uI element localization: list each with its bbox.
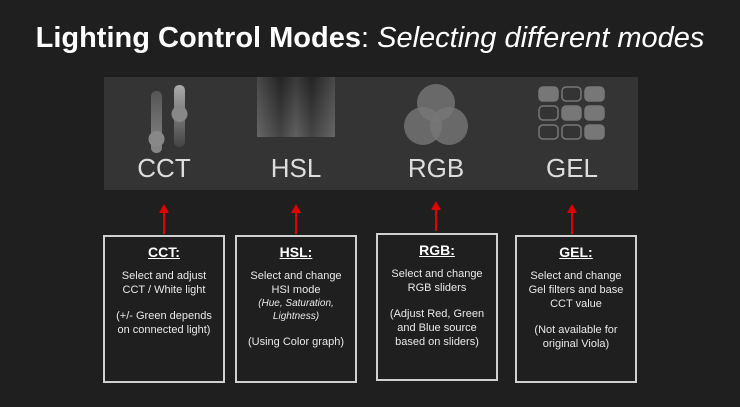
- arrow-hsl: [291, 204, 301, 234]
- box-note: (Adjust Red, Green: [389, 308, 485, 320]
- mode-label: CCT: [137, 153, 191, 183]
- gel-description-box: GEL: Select and change Gel filters and b…: [515, 235, 637, 383]
- box-note: (+/- Green depends: [116, 310, 212, 322]
- box-note: and Blue source: [397, 322, 477, 334]
- box-note: original Viola): [542, 338, 610, 350]
- color-circles-icon: [404, 84, 468, 145]
- cct-description-box: CCT: Select and adjust CCT / White light…: [103, 235, 225, 383]
- box-text: CCT / White light: [122, 284, 206, 296]
- title-bold: Lighting Control Modes: [35, 22, 361, 54]
- gel-grid-icon: [538, 86, 605, 140]
- arrow-cct: [159, 204, 169, 234]
- mode-label: RGB: [407, 153, 465, 183]
- box-note: based on sliders): [395, 336, 479, 348]
- box-heading: HSL:: [279, 244, 313, 260]
- page-title: Lighting Control Modes: Selecting differ…: [0, 22, 740, 55]
- box-heading: GEL:: [559, 244, 593, 260]
- box-text: HSI mode: [271, 284, 321, 296]
- box-subtext: (Hue, Saturation,: [258, 298, 334, 309]
- box-text: RGB sliders: [407, 282, 467, 294]
- box-text: Select and change: [391, 268, 483, 280]
- mode-rgb-button[interactable]: RGB: [376, 77, 496, 190]
- gradient-icon: [257, 77, 335, 137]
- box-subtext: Lightness): [272, 311, 320, 322]
- box-text: CCT value: [550, 298, 602, 310]
- box-note: on connected light): [117, 324, 211, 336]
- box-text: Select and change: [250, 270, 342, 282]
- box-text: Select and change: [530, 270, 622, 282]
- arrow-rgb: [431, 201, 441, 231]
- hsl-description-box: HSL: Select and change HSI mode (Hue, Sa…: [235, 235, 357, 383]
- box-text: Select and adjust: [121, 270, 207, 282]
- box-text: Gel filters and base: [528, 284, 624, 296]
- arrow-gel: [567, 204, 577, 234]
- title-sep: :: [361, 22, 378, 54]
- mode-label: HSL: [270, 153, 322, 183]
- box-note: (Not available for: [534, 324, 618, 336]
- box-note: (Using Color graph): [248, 336, 344, 348]
- mode-selector-panel: CCT HSL RGB GEL: [104, 77, 638, 190]
- sliders-icon: [148, 85, 188, 153]
- rgb-description-box: RGB: Select and change RGB sliders (Adju…: [376, 233, 498, 381]
- mode-label: GEL: [545, 153, 599, 183]
- box-heading: CCT:: [148, 244, 180, 260]
- mode-hsl-button[interactable]: HSL: [236, 77, 356, 190]
- box-heading: RGB:: [419, 242, 455, 258]
- title-italic: Selecting different modes: [377, 22, 705, 54]
- mode-cct-button[interactable]: CCT: [104, 77, 224, 190]
- mode-gel-button[interactable]: GEL: [512, 77, 632, 190]
